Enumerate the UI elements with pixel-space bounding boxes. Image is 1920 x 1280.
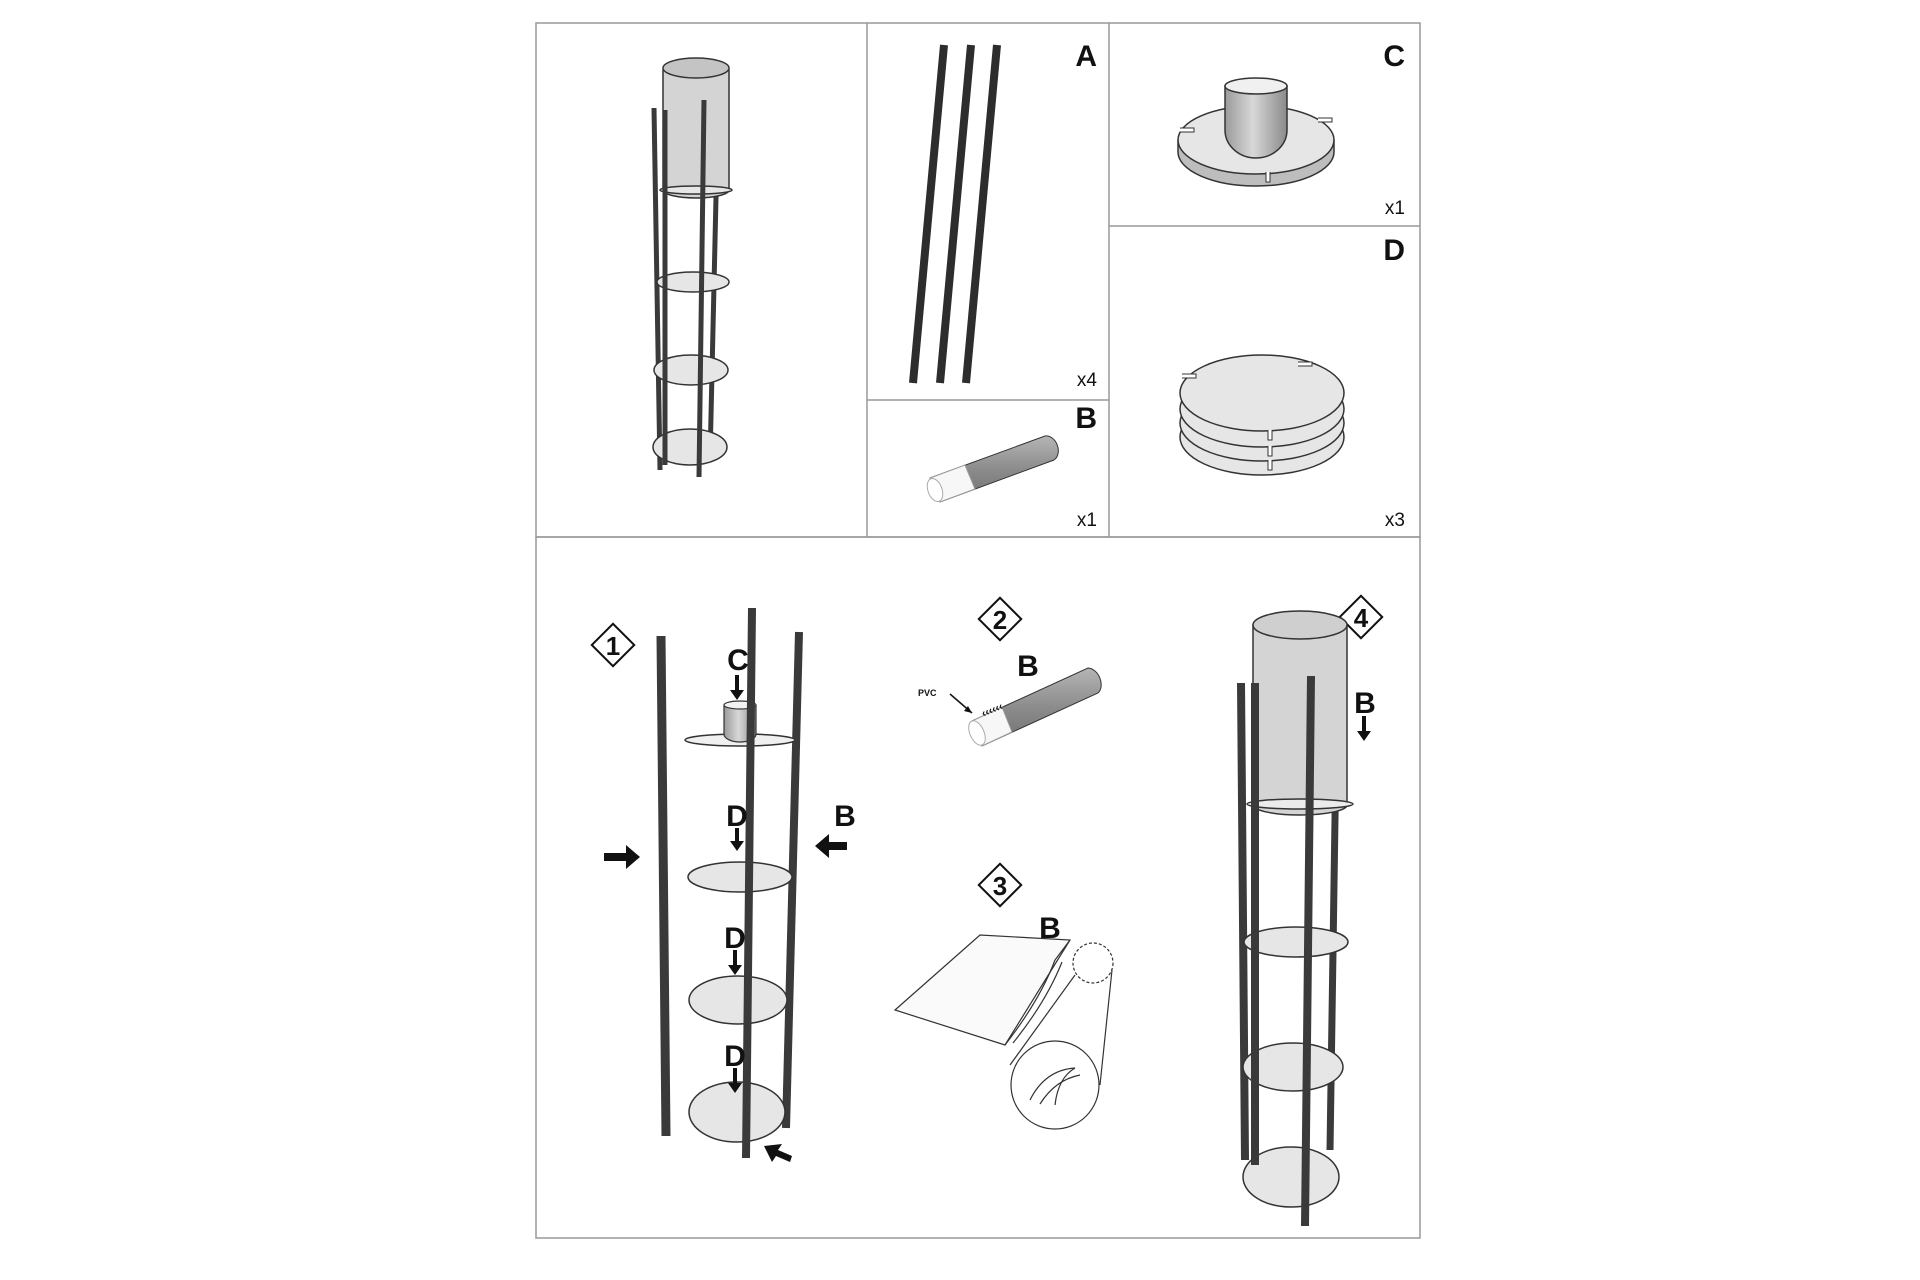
step-1-label-d-3: D (724, 1040, 746, 1073)
step-3-badge: 3 (977, 862, 1023, 908)
panel-frames (535, 22, 1421, 1239)
step-1-badge: 1 (590, 622, 636, 668)
step-3-number: 3 (993, 871, 1007, 901)
step-2-badge: 2 (977, 596, 1023, 642)
step-4-badge: 4 (1338, 594, 1384, 640)
step-3-sheet-illustration (893, 934, 1114, 1130)
step-2-pvc-label: PVC (918, 688, 937, 698)
part-a-letter: A (1075, 40, 1097, 73)
part-b-sleeve-illustration (926, 435, 1059, 503)
part-a-rods-illustration (909, 44, 1001, 384)
step-3-label-b: B (1039, 912, 1061, 945)
assembled-lamp-overview (651, 57, 733, 478)
step-4-finished-lamp (1237, 610, 1371, 1227)
part-c-letter: C (1383, 40, 1405, 73)
part-b-quantity: x1 (1077, 510, 1097, 531)
part-d-discs-illustration (1179, 354, 1345, 476)
step-1-label-b: B (834, 800, 856, 833)
step-1-illustration (604, 607, 847, 1162)
part-b-letter: B (1075, 402, 1097, 435)
step-1-number: 1 (606, 631, 620, 661)
step-4-number: 4 (1354, 603, 1369, 633)
part-c-base-illustration (1177, 77, 1335, 187)
part-a-quantity: x4 (1077, 370, 1098, 391)
step-4-label-b: B (1354, 687, 1376, 720)
step-1-label-c: C (727, 644, 749, 677)
part-c-quantity: x1 (1385, 198, 1405, 219)
step-2-label-b: B (1017, 650, 1039, 683)
step-1-label-d-1: D (726, 800, 748, 833)
part-d-letter: D (1383, 234, 1405, 267)
part-d-quantity: x3 (1385, 510, 1405, 531)
step-1-label-d-2: D (724, 922, 746, 955)
step-2-number: 2 (993, 605, 1007, 635)
step-2-sleeve-illustration (949, 667, 1102, 747)
